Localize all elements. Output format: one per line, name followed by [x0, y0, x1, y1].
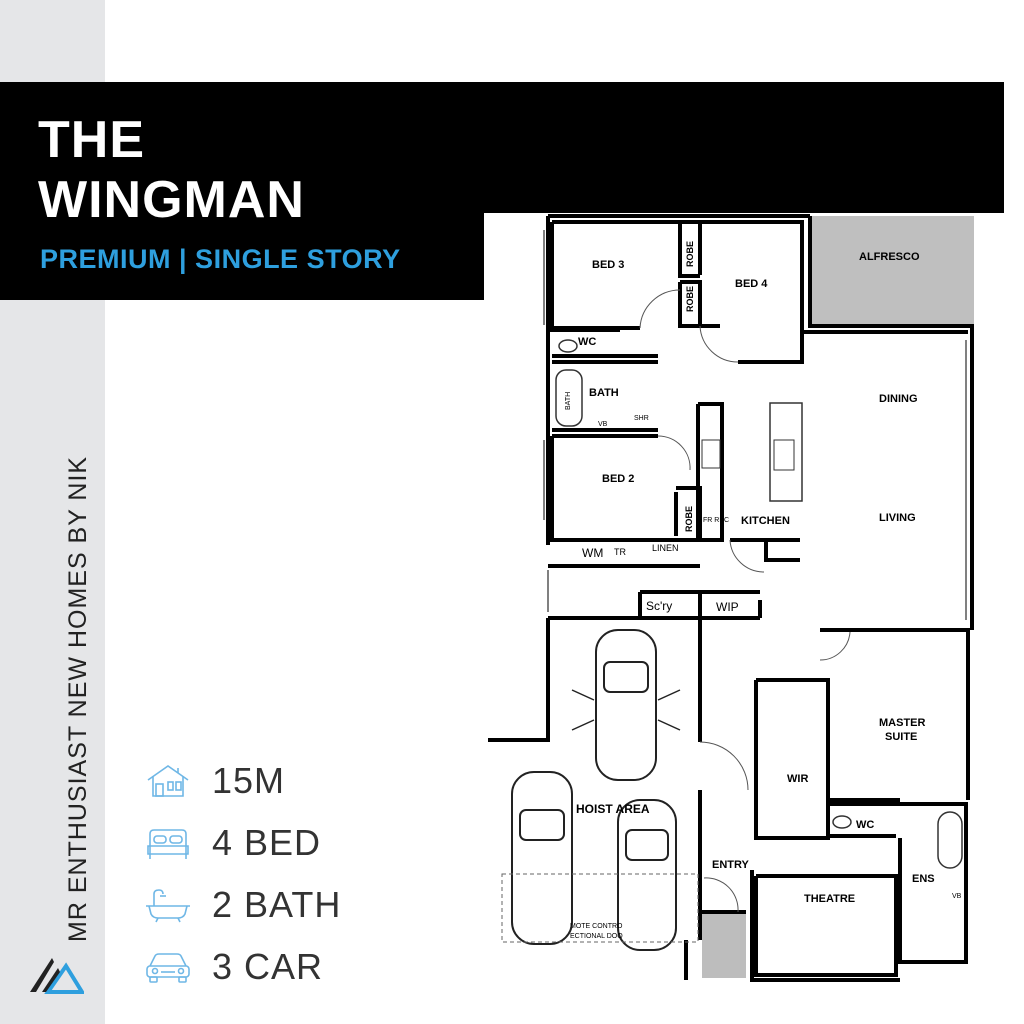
- page-subtitle: PREMIUM | SINGLE STORY: [40, 244, 401, 274]
- brand-vertical-text: MR ENTHUSIAST NEW HOMES BY NIK: [64, 455, 92, 942]
- label-bath: BATH: [589, 387, 619, 399]
- label-wc2: WC: [856, 819, 874, 831]
- bathtub-icon: [146, 889, 190, 923]
- label-bed3: BED 3: [592, 259, 624, 271]
- label-master-line1: MASTER: [879, 717, 926, 729]
- spec-cars: 3 CAR: [144, 944, 384, 990]
- label-dining: DINING: [879, 393, 918, 405]
- mono-labels: WM TR LINEN Sc'ry WIP HOIST AREA: [576, 543, 739, 816]
- label-shr: SHR: [634, 415, 649, 422]
- label-vb2: VB: [952, 893, 962, 900]
- walls: [488, 214, 974, 982]
- page-title-line1: THE: [38, 111, 145, 169]
- label-wir: WIR: [787, 773, 808, 785]
- label-living: LIVING: [879, 512, 916, 524]
- spec-cars-label: 3 CAR: [212, 946, 324, 987]
- small-labels: BATH VB SHR FR REC VB MOTE CONTRO ECTION…: [565, 392, 962, 940]
- robe-labels: ROBE ROBE ROBE: [684, 241, 695, 532]
- brand-logo-icon: [30, 958, 84, 994]
- kitchen-sink: [773, 439, 795, 471]
- spec-frontage-label: 15M: [212, 760, 286, 801]
- label-entry: ENTRY: [712, 859, 750, 871]
- floor-plan-drawing: BED 3 BED 4 ALFRESCO WC BATH BED 2 DININ…: [488, 214, 974, 982]
- hoist-arms: [571, 689, 681, 731]
- toilet-fixture: [558, 339, 578, 353]
- label-scry: Sc'ry: [646, 599, 672, 613]
- spec-baths-label: 2 BATH: [212, 884, 342, 925]
- ens-bathtub-fixture: [937, 811, 963, 869]
- cars: [511, 629, 677, 951]
- label-remote2: ECTIONAL DOO: [570, 933, 623, 940]
- label-robe1: ROBE: [685, 241, 695, 267]
- label-wm: WM: [582, 546, 603, 560]
- label-theatre: THEATRE: [804, 893, 855, 905]
- door-swings: [639, 289, 851, 913]
- label-bed4: BED 4: [735, 278, 768, 290]
- bed-icon: [147, 829, 189, 859]
- label-fr-rec: FR REC: [703, 517, 729, 524]
- window-lines: [543, 230, 967, 620]
- label-master-line2: SUITE: [885, 731, 917, 743]
- spec-beds: 4 BED: [144, 820, 384, 866]
- label-tr: TR: [614, 547, 626, 557]
- label-bed2: BED 2: [602, 473, 634, 485]
- label-linen: LINEN: [652, 543, 679, 553]
- label-wip: WIP: [716, 600, 739, 614]
- label-vb1: VB: [598, 421, 608, 428]
- label-bath-tub: BATH: [565, 392, 572, 410]
- entry-porch: [702, 912, 746, 978]
- label-robe2: ROBE: [685, 286, 695, 312]
- spec-frontage: 15M: [144, 758, 384, 804]
- label-wc1: WC: [578, 336, 596, 348]
- ens-toilet-fixture: [832, 815, 852, 829]
- cooktop: [701, 439, 721, 469]
- kitchen-island: [769, 402, 803, 502]
- page-title-line2: WINGMAN: [38, 171, 305, 229]
- room-labels: BED 3 BED 4 ALFRESCO WC BATH BED 2 DININ…: [578, 251, 935, 905]
- label-kitchen: KITCHEN: [741, 515, 790, 527]
- car-icon: [146, 953, 190, 983]
- label-ens: ENS: [912, 873, 935, 885]
- label-robe3: ROBE: [684, 506, 694, 532]
- spec-beds-label: 4 BED: [212, 822, 322, 863]
- alfresco-area: [810, 216, 974, 326]
- label-remote1: MOTE CONTRO: [570, 923, 623, 930]
- spec-baths: 2 BATH: [144, 882, 384, 928]
- garage-door: [501, 873, 699, 943]
- house-frontage-icon: [147, 765, 189, 797]
- bathtub-fixture: [555, 369, 583, 427]
- label-alfresco: ALFRESCO: [859, 251, 920, 263]
- floor-plan: BED 3 BED 4 ALFRESCO WC BATH BED 2 DININ…: [484, 213, 1004, 1003]
- label-hoist: HOIST AREA: [576, 802, 650, 816]
